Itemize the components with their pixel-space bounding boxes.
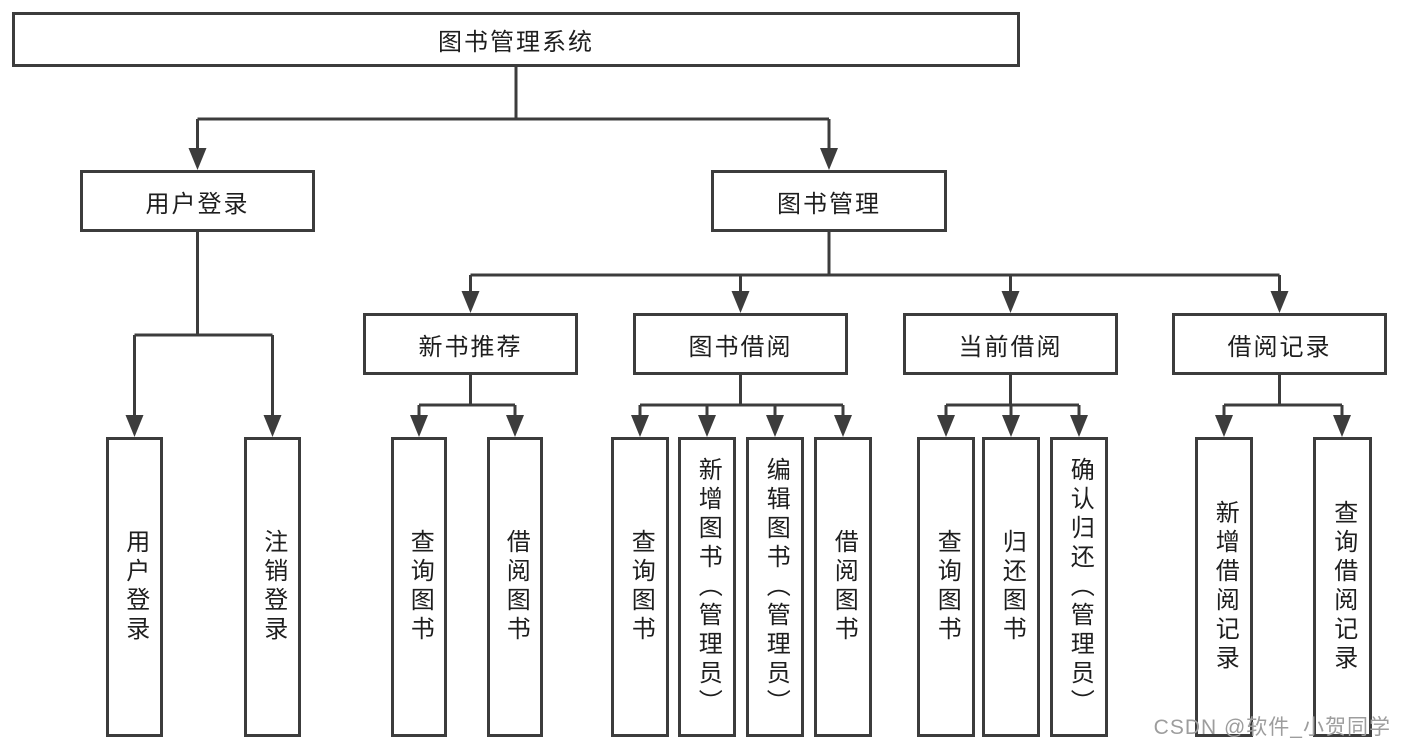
node-label: 查询借阅记录 — [1329, 500, 1357, 674]
node-label: 当前借阅 — [958, 333, 1063, 361]
leaf-add-books-admin: 新增图书（管理员） — [678, 437, 736, 737]
leaf-query-books-borrowing: 查询图书 — [611, 437, 669, 737]
leaf-return-books: 归还图书 — [982, 437, 1040, 737]
node-label: 图书借阅 — [688, 333, 793, 361]
leaf-query-books-current: 查询图书 — [917, 437, 975, 737]
node-borrowing-records: 借阅记录 — [1172, 313, 1387, 375]
node-label: 注销登录 — [259, 529, 287, 645]
node-book-management: 图书管理 — [711, 170, 947, 232]
node-label: 新增图书（管理员） — [694, 456, 722, 718]
node-label: 查询图书 — [627, 529, 655, 645]
node-label: 归还图书 — [998, 529, 1026, 645]
arrowhead-icons — [125, 148, 1351, 437]
node-label: 借阅记录 — [1227, 333, 1332, 361]
leaf-confirm-return-admin: 确认归还（管理员） — [1050, 437, 1108, 737]
node-label: 查询图书 — [406, 529, 434, 645]
leaf-query-borrow-record: 查询借阅记录 — [1313, 437, 1372, 737]
node-library-system: 图书管理系统 — [12, 12, 1020, 67]
node-label: 图书管理系统 — [438, 29, 594, 56]
node-label: 查询图书 — [933, 529, 961, 645]
leaf-query-books-recommend: 查询图书 — [391, 437, 447, 737]
watermark-text: CSDN @软件_小贺同学 — [1153, 716, 1391, 739]
node-label: 借阅图书 — [830, 529, 858, 645]
node-label: 图书管理 — [777, 190, 881, 218]
node-current-borrowing: 当前借阅 — [903, 313, 1118, 375]
leaf-edit-books-admin: 编辑图书（管理员） — [746, 437, 804, 737]
node-book-borrowing: 图书借阅 — [633, 313, 848, 375]
node-label: 用户登录 — [145, 190, 250, 218]
node-label: 借阅图书 — [502, 529, 530, 645]
leaf-add-borrow-record: 新增借阅记录 — [1195, 437, 1253, 737]
node-label: 用户登录 — [121, 529, 149, 645]
node-label: 编辑图书（管理员） — [762, 456, 790, 718]
node-user-login: 用户登录 — [80, 170, 315, 232]
leaf-borrow-books-recommend: 借阅图书 — [487, 437, 543, 737]
leaf-user-login: 用户登录 — [106, 437, 163, 737]
node-label: 新书推荐 — [418, 333, 523, 361]
leaf-logout: 注销登录 — [244, 437, 301, 737]
leaf-borrow-books-borrowing: 借阅图书 — [814, 437, 872, 737]
node-label: 新增借阅记录 — [1211, 500, 1239, 674]
node-label: 确认归还（管理员） — [1066, 456, 1094, 718]
node-new-book-recommendation: 新书推荐 — [363, 313, 578, 375]
